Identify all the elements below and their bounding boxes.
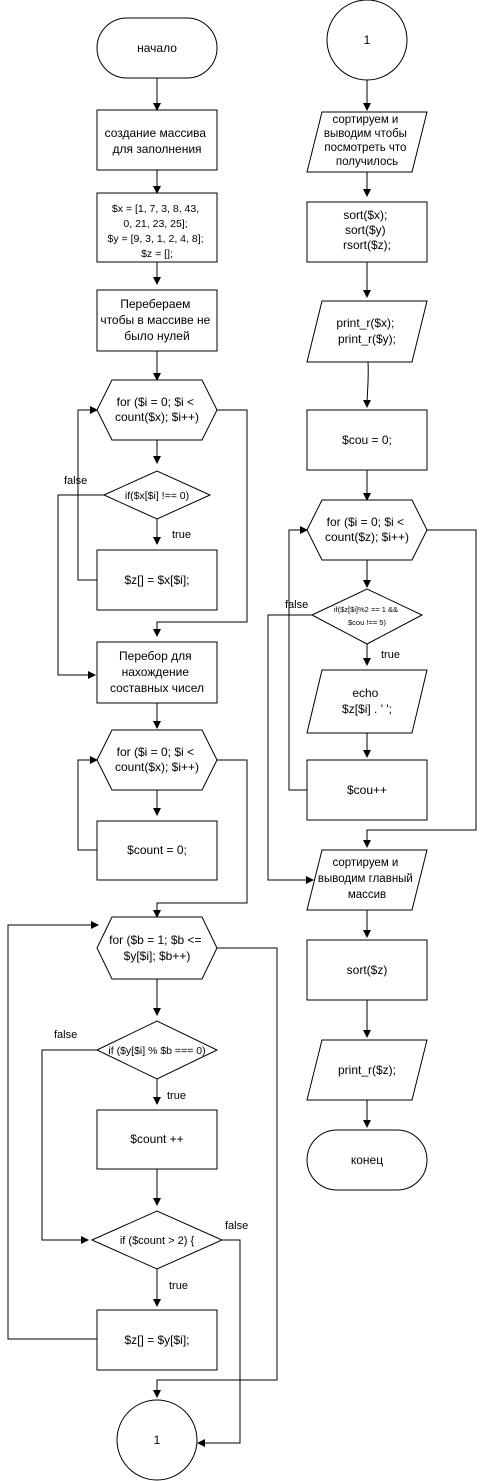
edges xyxy=(7,78,477,1447)
sorts-label: sort($x); sort($y) rsort($z); xyxy=(343,208,391,252)
edge-assign2-back-loop3 xyxy=(7,921,99,1340)
edge-loop2-exit xyxy=(153,759,248,918)
print-z-label: print_r($z); xyxy=(338,1063,396,1077)
print-z-io: print_r($z); xyxy=(306,1039,428,1101)
loop3-label: for ($b = 1; $b <= $y[$i]; $b++) xyxy=(109,933,205,963)
count-inc-process: $count ++ xyxy=(96,1109,218,1170)
cou-inc-label: $cou++ xyxy=(347,783,387,797)
sort-z-process: sort($z) xyxy=(306,939,428,1001)
connector-bottom-label: 1 xyxy=(154,1433,161,1447)
sorts-process: sort($x); sort($y) rsort($z); xyxy=(306,201,428,263)
sort-z-label: sort($z) xyxy=(347,963,388,977)
connector-top-label: 1 xyxy=(364,33,371,47)
assign2-process: $z[] = $y[$i]; xyxy=(96,1309,218,1371)
false-cond3-label: false xyxy=(225,1220,248,1232)
print-xy-label: print_r($x); print_r($y); xyxy=(336,316,397,346)
composite-note-label: Перебор для нахождение составных чисел xyxy=(110,649,204,695)
sort-output-note-io: сортируем и выводим чтобы посмотреть что… xyxy=(306,111,428,173)
create-array-label: создание массива для заполнения xyxy=(105,126,210,156)
loop3-hexagon: for ($b = 1; $b <= $y[$i]; $b++) xyxy=(96,916,218,980)
true-cond3-label: true xyxy=(169,1280,188,1292)
edge-loop3-exit xyxy=(153,947,278,1398)
count-inc-label: $count ++ xyxy=(130,1132,183,1146)
assign2-label: $z[] = $y[$i]; xyxy=(124,1333,189,1347)
end-terminator: конец xyxy=(306,1129,428,1191)
edge-loop1-exit xyxy=(153,409,248,637)
sort-main-note-io: сортируем и выводим главный массив xyxy=(306,849,428,911)
composite-note-process: Перебор для нахождение составных чисел xyxy=(96,641,218,704)
sort-output-note-label: сортируем и выводим чтобы посмотреть что… xyxy=(324,114,410,168)
cond3-decision: if ($count > 2) { xyxy=(90,1210,224,1270)
cond3-label: if ($count > 2) { xyxy=(120,1235,195,1247)
start-label: начало xyxy=(137,41,177,55)
start-terminator: начало xyxy=(96,17,218,79)
assign1-process: $z[] = $x[$i]; xyxy=(96,549,218,611)
assign1-label: $z[] = $x[$i]; xyxy=(124,573,189,587)
print-xy-io: print_r($x); print_r($y); xyxy=(306,300,428,363)
true-cond1-label: true xyxy=(172,529,191,541)
edge-loop4-exit xyxy=(363,529,477,848)
true-cond4-label: true xyxy=(381,649,400,661)
edge-cond4-false xyxy=(267,614,314,884)
false-cond4-label: false xyxy=(285,599,308,611)
init-arrays-label: $x = [1, 7, 3, 8, 43, 0, 21, 23, 25]; $y… xyxy=(108,203,207,260)
true-cond2-label: true xyxy=(167,1090,186,1102)
loop2-hexagon: for ($i = 0; $i < count($x); $i++) xyxy=(96,729,218,791)
cond1-decision: if($x[$i] !== 0) xyxy=(102,470,212,520)
loop1-hexagon: for ($i = 0; $i < count($x); $i++) xyxy=(96,379,218,441)
edge-cond2-false xyxy=(41,1049,97,1244)
loop1-label: for ($i = 0; $i < count($x); $i++) xyxy=(115,395,199,424)
count-zero-label: $count = 0; xyxy=(127,843,187,857)
iterate-note-label: Перебераем чтобы в массиве не было нулей xyxy=(100,297,213,343)
edge-print-to-cou0 xyxy=(363,361,372,408)
count-zero-process: $count = 0; xyxy=(96,820,218,881)
echo-io: echo $z[$i] . ' '; xyxy=(306,669,428,734)
echo-label: echo $z[$i] . ' '; xyxy=(342,686,392,716)
cond2-decision: if ($y[$i] % $b === 0) xyxy=(95,1020,219,1080)
connector-bottom: 1 xyxy=(116,1399,198,1481)
loop4-hexagon: for ($i = 0; $i < count($z); $i++) xyxy=(306,499,428,561)
cond2-label: if ($y[$i] % $b === 0) xyxy=(108,1045,205,1057)
loop4-label: for ($i = 0; $i < count($z); $i++) xyxy=(325,515,409,544)
cond4-decision: if($z[$i]%2 == 1 && $cou !== 5) xyxy=(310,588,424,645)
cond4-label: if($z[$i]%2 == 1 && $cou !== 5) xyxy=(334,605,400,627)
edge-labels: false true false true false true false t… xyxy=(54,475,400,1292)
create-array-process: создание массива для заполнения xyxy=(96,109,218,171)
false-cond2-label: false xyxy=(54,1029,77,1041)
cond1-label: if($x[$i] !== 0) xyxy=(125,490,189,502)
loop2-label: for ($i = 0; $i < count($x); $i++) xyxy=(115,745,199,774)
sort-main-note-label: сортируем и выводим главный массив xyxy=(318,857,416,901)
edge-cond3-false xyxy=(197,1239,241,1447)
edge-couinc-back-loop4 xyxy=(288,526,308,791)
edge-cond1-false xyxy=(57,494,104,679)
cou-zero-process: $cou = 0; xyxy=(306,409,428,471)
init-arrays-process: $x = [1, 7, 3, 8, 43, 0, 21, 23, 25]; $y… xyxy=(96,192,218,263)
cou-inc-process: $cou++ xyxy=(306,759,428,821)
edge-count0-back-loop2 xyxy=(77,756,98,851)
iterate-note-process: Перебераем чтобы в массиве не было нулей xyxy=(96,289,218,352)
connector-top: 1 xyxy=(326,0,408,81)
end-label: конец xyxy=(351,1153,383,1167)
false-cond1-label: false xyxy=(64,475,87,487)
cou-zero-label: $cou = 0; xyxy=(342,433,392,447)
